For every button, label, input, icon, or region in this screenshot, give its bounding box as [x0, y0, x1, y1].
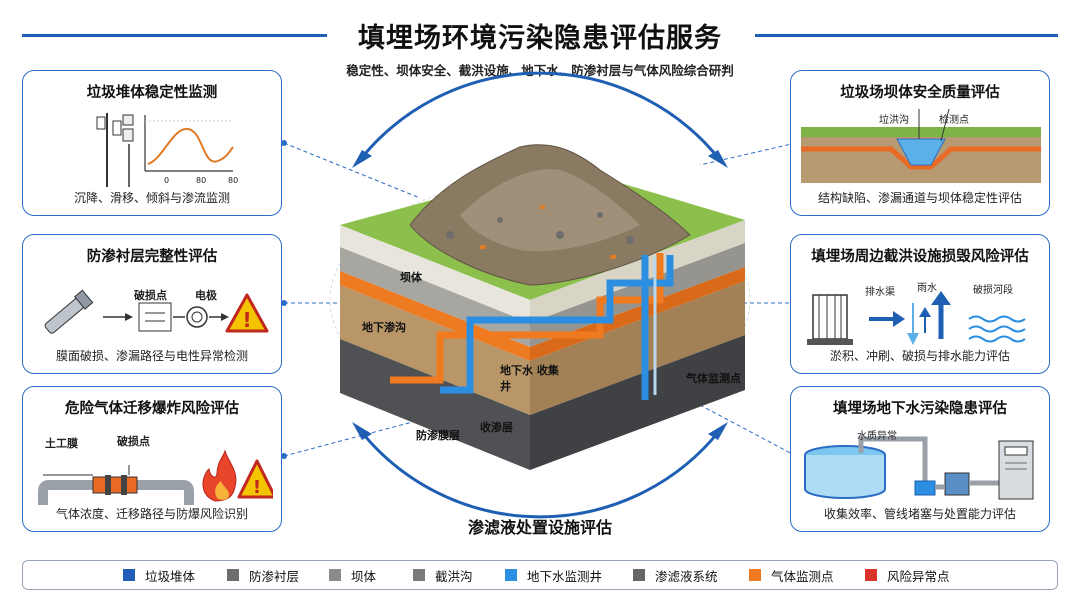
- card-title: 垃圾堆体稳定性监测: [86, 85, 218, 101]
- card-landfill-stability[interactable]: 垃圾堆体稳定性监测 0 80 80 沉降、滑移、倾斜与渗流监测: [22, 70, 282, 216]
- card-description: 结构缺陷、渗漏通道与坝体稳定性评估: [817, 191, 1022, 205]
- legend-swatch: [865, 569, 877, 581]
- label-rainwater: 雨水: [917, 283, 937, 294]
- label-detection-point: 检测点: [939, 115, 969, 126]
- legend-label: 垃圾堆体: [145, 568, 196, 584]
- label-groundwater-trench: 地下渗沟: [362, 321, 406, 334]
- legend-item-leachate: 渗滤液系统: [633, 567, 718, 584]
- label-damaged-section: 破损河段: [973, 285, 1013, 296]
- label-gas-monitor: 气体监测点: [686, 372, 741, 385]
- arc-bottom: [358, 429, 722, 519]
- legend-item-gas-monitor: 气体监测点: [749, 567, 834, 584]
- card-description: 膜面破损、渗漏路径与电性异常检测: [55, 349, 248, 363]
- card-title: 防渗衬层完整性评估: [86, 249, 218, 265]
- legend-item-landfill: 垃圾堆体: [123, 567, 196, 584]
- legend-item-risk-anomaly: 风险异常点: [865, 567, 950, 584]
- legend-swatch: [329, 569, 341, 581]
- page-title: 填埋场环境污染隐患评估服务: [358, 23, 722, 54]
- connector-stability: [283, 142, 421, 199]
- svg-text:!: !: [242, 308, 251, 332]
- legend-swatch: [749, 569, 761, 581]
- label-drain-channel: 排水渠: [865, 287, 895, 298]
- legend-label: 坝体: [351, 568, 377, 584]
- axis-tick-0: 0: [164, 176, 170, 185]
- card-description: 收集效率、管线堵塞与处置能力评估: [823, 507, 1016, 521]
- legend-swatch: [413, 569, 425, 581]
- card-title: 填埋场地下水污染隐患评估: [833, 401, 1007, 417]
- card-title: 填埋场周边截洪设施损毁风险评估: [811, 249, 1029, 265]
- title-bar: 填埋场环境污染隐患评估服务: [0, 14, 1080, 54]
- legend-label: 风险异常点: [887, 568, 950, 584]
- legend-label: 截洪沟: [435, 568, 473, 584]
- legend-label: 气体监测点: [771, 568, 834, 584]
- card-flood-interception[interactable]: 填埋场周边截洪设施损毁风险评估 排水渠 雨水 破损河段 淤积、冲刷、破损与排水能…: [790, 234, 1050, 374]
- label-leachate-layer: 收渗层: [480, 421, 513, 434]
- connector-gas: [283, 419, 421, 457]
- axis-tick-2: 80: [228, 176, 239, 185]
- page-subtitle: 稳定性、坝体安全、截洪设施、地下水、防渗衬层与气体风险综合研判: [346, 63, 734, 78]
- card-title: 危险气体迁移爆炸风险评估: [65, 401, 239, 417]
- groundwater-tank-icon: [804, 436, 1034, 500]
- card-description: 淤积、冲刷、破损与排水能力评估: [829, 349, 1010, 363]
- card-dam-safety[interactable]: 垃圾场坝体安全质量评估 垃洪沟 检测点 结构缺陷、渗漏通道与坝体稳定性评估: [790, 70, 1050, 216]
- legend-item-flood-ditch: 截洪沟: [413, 567, 473, 584]
- label-collection-well: 地下水 收集井: [500, 364, 559, 393]
- legend-swatch: [227, 569, 239, 581]
- title-rule-right: [755, 34, 1058, 37]
- dam-cross-section-icon: [801, 109, 1041, 183]
- legend-item-dam: 坝体: [329, 567, 377, 584]
- landfill-cross-section: 坝体 地下渗沟 地下水 收集井 气体监测点 防渗膜层 收渗层: [300, 125, 780, 515]
- landfill-block-illustration: [340, 144, 745, 470]
- legend-label: 防渗衬层: [249, 568, 300, 584]
- title-rule-left: [22, 34, 327, 37]
- svg-text:!: !: [253, 477, 261, 498]
- legend-item-liner: 防渗衬层: [227, 567, 300, 584]
- card-title: 垃圾场坝体安全质量评估: [840, 85, 1000, 101]
- card-liner-integrity[interactable]: 防渗衬层完整性评估 ! 破损点 电极 膜面破损、渗漏路径与电性异常检测: [22, 234, 282, 374]
- arc-top: [358, 71, 722, 161]
- legend-swatch: [123, 569, 135, 581]
- label-dam-layer: 坝体: [400, 271, 422, 284]
- drainage-icon: [807, 291, 1026, 345]
- legend-swatch: [633, 569, 645, 581]
- legend-label: 地下水监测井: [527, 568, 603, 584]
- label-electrode: 电极: [195, 289, 217, 302]
- card-gas-migration[interactable]: 危险气体迁移爆炸风险评估 ! 土工膜 破损点 气体浓度、迁移路径与防爆风险识别: [22, 386, 282, 532]
- label-water-quality-anomaly: 水质异常: [857, 431, 897, 442]
- liner-integrity-icon: !: [44, 289, 269, 334]
- label-damage-point: 破损点: [117, 435, 150, 448]
- card-description: 气体浓度、迁移路径与防爆风险识别: [55, 507, 248, 521]
- label-geomembrane: 土工膜: [45, 437, 78, 450]
- label-liner-layer: 防渗膜层: [416, 429, 460, 442]
- legend-swatch: [505, 569, 517, 581]
- gas-pipe-icon: !: [38, 449, 273, 505]
- legend-item-groundwater-well: 地下水监测井: [505, 567, 603, 584]
- card-description: 沉降、滑移、倾斜与渗流监测: [73, 191, 230, 205]
- label-flood-ditch: 垃洪沟: [879, 115, 909, 126]
- legend-label: 渗滤液系统: [655, 568, 718, 584]
- label-damage-point: 破损点: [134, 289, 167, 302]
- legend: 垃圾堆体 防渗衬层 坝体 截洪沟 地下水监测井 渗滤液系统 气体监测点 风险异常…: [22, 560, 1058, 590]
- stability-monitor-icon: [96, 113, 234, 187]
- leachate-facility-caption: 渗滤液处置设施评估: [467, 518, 612, 537]
- axis-tick-1: 80: [196, 176, 207, 185]
- connector-dam: [699, 142, 797, 166]
- card-groundwater[interactable]: 填埋场地下水污染隐患评估 水质异常 收集效率、管线堵塞与处置能力评估: [790, 386, 1050, 532]
